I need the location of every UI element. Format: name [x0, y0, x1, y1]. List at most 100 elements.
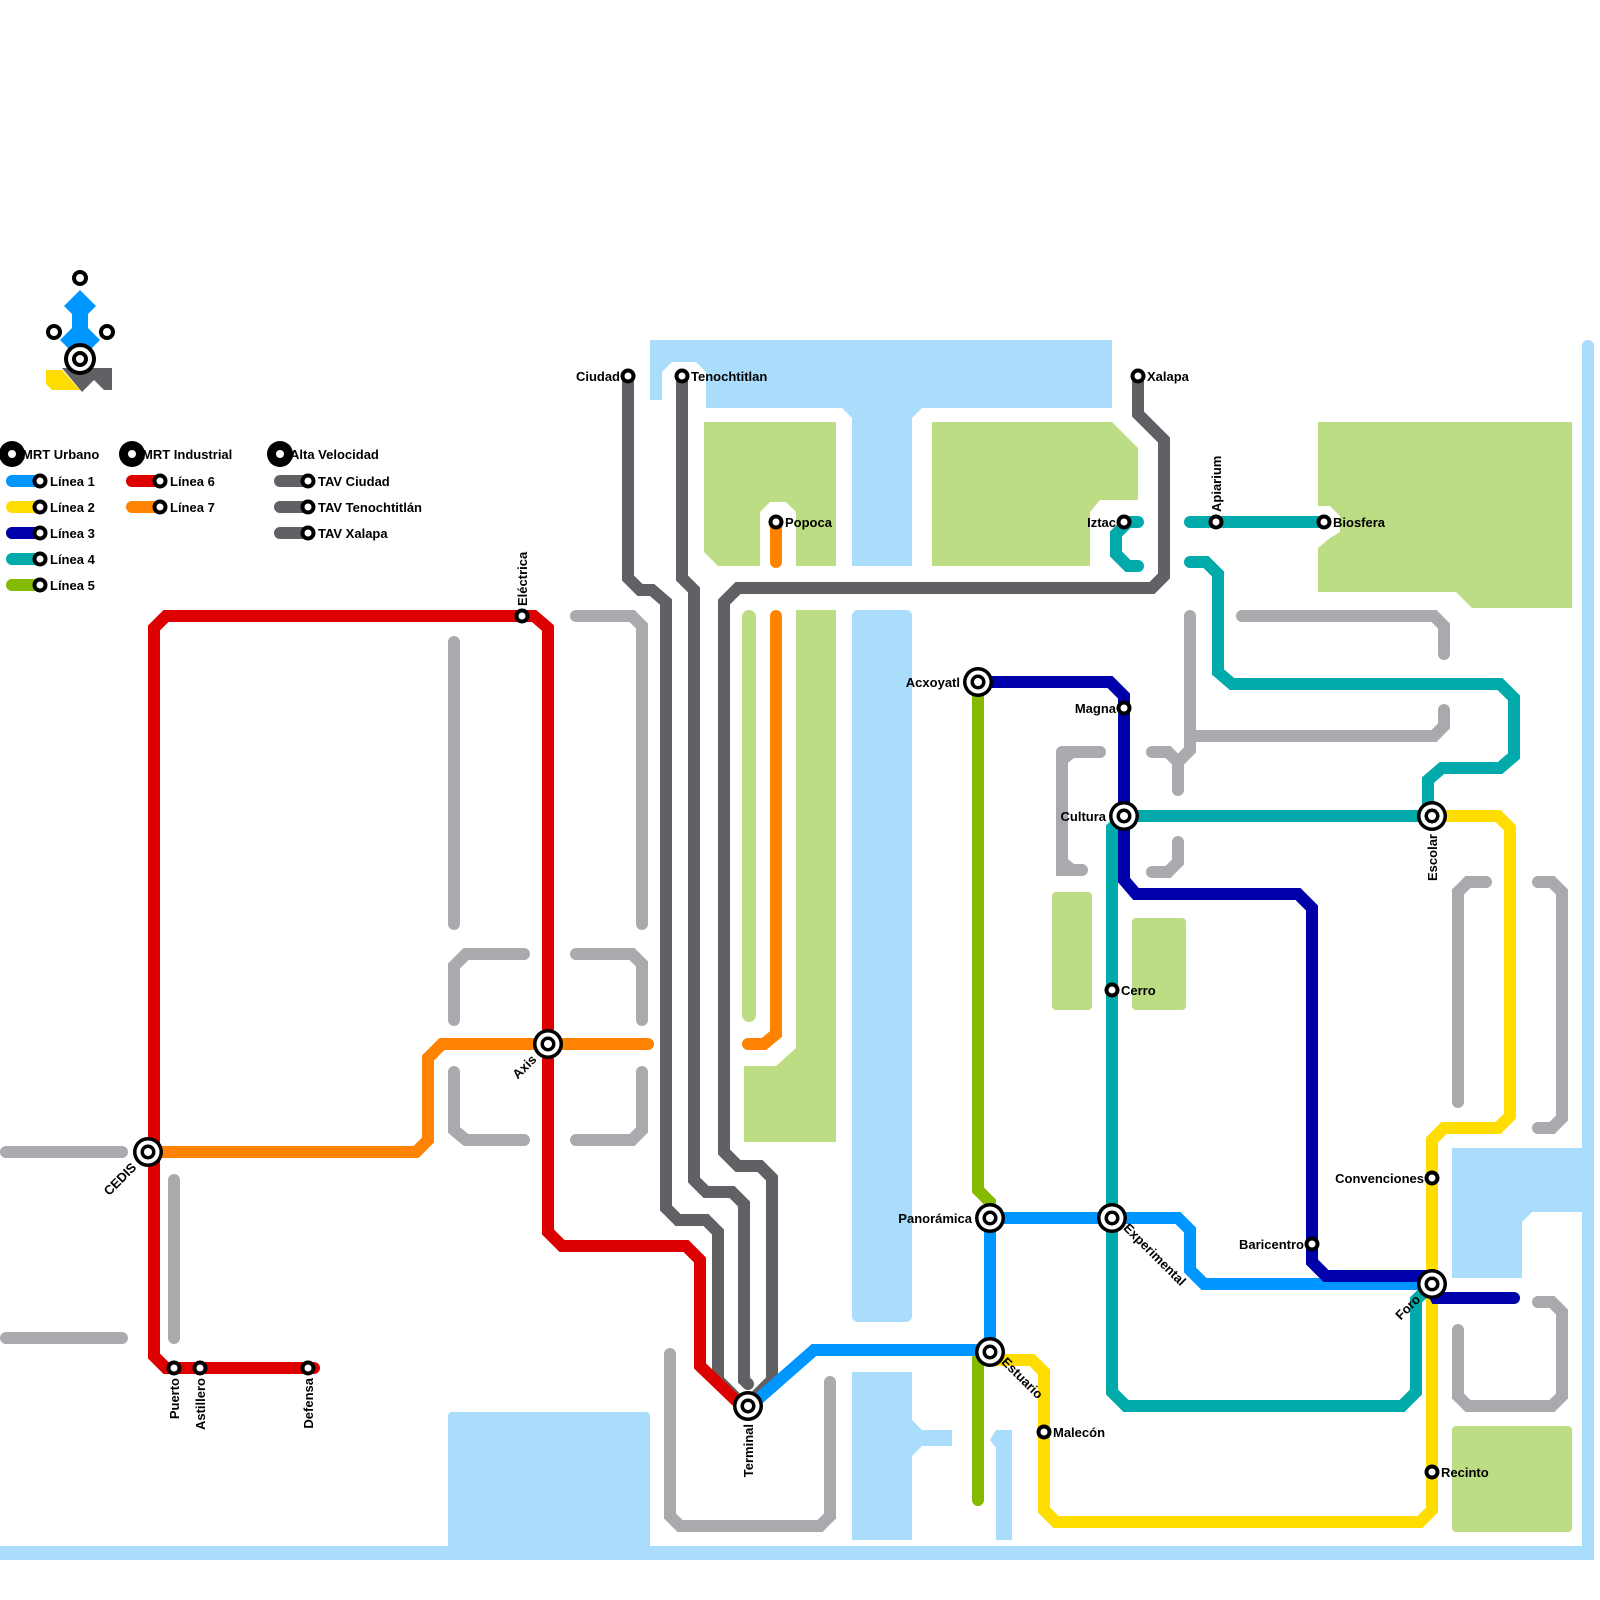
station-symbol-icon: [32, 499, 48, 515]
station-label: Xalapa: [1147, 369, 1190, 384]
station-label: Magna: [1075, 701, 1117, 716]
station-label: Terminal: [741, 1424, 756, 1477]
station-label: Biosfera: [1333, 515, 1386, 530]
legend-item-label: TAV Ciudad: [318, 474, 390, 489]
water-lower-left-basin: [448, 1412, 650, 1552]
station-xalapa[interactable]: Xalapa: [1130, 368, 1190, 384]
station-label: Ciudad: [576, 369, 620, 384]
station-label: Recinto: [1441, 1465, 1489, 1480]
station-stop-icon: [1130, 368, 1146, 384]
station-stop-icon: [1424, 1170, 1440, 1186]
legend-item-label: Línea 6: [170, 474, 215, 489]
linea2-line: [986, 810, 1516, 1528]
station-biosfera[interactable]: Biosfera: [1316, 514, 1386, 530]
emblem-blue-shape: [60, 290, 100, 354]
water-small-inlet: [990, 1430, 1012, 1540]
legend-item-label: Línea 7: [170, 500, 215, 515]
water-canal-central: [852, 610, 912, 1322]
water-right-bay: [1452, 1148, 1588, 1278]
station-label: Malecón: [1053, 1425, 1105, 1440]
legend-emblem: [46, 270, 115, 392]
station-stop-icon: [514, 608, 530, 624]
station-escolar[interactable]: Escolar: [1417, 801, 1447, 881]
station-stop-icon: [674, 368, 690, 384]
linea5-line: [972, 676, 996, 1506]
station-malecon[interactable]: Malecón: [1036, 1424, 1106, 1440]
station-tenochtitlan[interactable]: Tenochtitlan: [674, 368, 768, 384]
station-label: Eléctrica: [515, 551, 530, 606]
legend-item-label: TAV Xalapa: [318, 526, 388, 541]
station-convenciones[interactable]: Convenciones: [1335, 1170, 1440, 1186]
station-label: Defensa: [301, 1377, 316, 1428]
park-cerro-east: [1132, 918, 1186, 1010]
station-panoramica[interactable]: Panorámica: [898, 1203, 1005, 1233]
station-label: Escolar: [1425, 834, 1440, 881]
station-iztac[interactable]: Iztac: [1087, 514, 1132, 530]
station-label: Convenciones: [1335, 1171, 1424, 1186]
station-stop-icon: [166, 1360, 182, 1376]
station-label: Apiarium: [1209, 456, 1224, 512]
station-stop-icon: [300, 1360, 316, 1376]
station-apiarium[interactable]: Apiarium: [1208, 456, 1224, 530]
station-symbol-icon: [300, 525, 316, 541]
station-stop-icon: [1116, 514, 1132, 530]
water-canal-lower: [852, 1372, 952, 1540]
station-baricentro[interactable]: Baricentro: [1239, 1236, 1320, 1252]
station-symbol-icon: [152, 499, 168, 515]
station-axis[interactable]: Axis: [509, 1029, 563, 1082]
emblem-yellow-shape: [46, 370, 80, 390]
station-recinto[interactable]: Recinto: [1424, 1464, 1489, 1480]
station-stop-icon: [1316, 514, 1332, 530]
road-network: [0, 610, 1568, 1532]
legend-item-label: Línea 4: [50, 552, 96, 567]
station-stop-icon: [768, 514, 784, 530]
station-stop-icon: [1116, 700, 1132, 716]
station-defensa[interactable]: Defensa: [300, 1360, 316, 1429]
station-stop-icon: [1036, 1424, 1052, 1440]
park-strip-narrow: [742, 610, 756, 1022]
station-popoca[interactable]: Popoca: [768, 514, 833, 530]
park-iztac: [932, 422, 1138, 566]
legend-item-label: Línea 2: [50, 500, 95, 515]
station-label: Cerro: [1121, 983, 1156, 998]
park-cultura-west: [1052, 892, 1092, 1010]
linea7-line: [142, 1038, 654, 1158]
station-symbol-icon: [32, 525, 48, 541]
station-acxoyatl[interactable]: Acxoyatl: [906, 667, 993, 697]
park-areas: [704, 422, 1572, 1532]
station-ciudad[interactable]: Ciudad: [576, 368, 636, 384]
water-right-edge-river: [1582, 340, 1594, 1560]
station-astillero[interactable]: Astillero: [192, 1360, 208, 1431]
park-recinto: [1452, 1426, 1572, 1532]
station-puerto[interactable]: Puerto: [166, 1360, 182, 1420]
station-label: Cultura: [1061, 809, 1107, 824]
park-popoca-west: [704, 422, 836, 566]
legend-group-title: MRT Industrial: [142, 447, 232, 462]
station-stop-icon: [192, 1360, 208, 1376]
station-symbol-icon: [152, 473, 168, 489]
legend-item-label: Línea 3: [50, 526, 95, 541]
legend-item-label: Línea 1: [50, 474, 95, 489]
station-electrica[interactable]: Eléctrica: [514, 551, 530, 624]
station-label: Panorámica: [898, 1211, 972, 1226]
station-magna[interactable]: Magna: [1075, 700, 1132, 716]
station-label: Axis: [509, 1052, 539, 1082]
station-stop-icon: [1424, 1464, 1440, 1480]
legend-item-label: TAV Tenochtitlán: [318, 500, 422, 515]
station-label: Acxoyatl: [906, 675, 960, 690]
station-cerro[interactable]: Cerro: [1104, 982, 1156, 998]
station-label: Puerto: [167, 1378, 182, 1419]
station-symbol-icon: [300, 473, 316, 489]
tav-ciudad-line: [622, 370, 754, 1416]
station-terminal[interactable]: Terminal: [733, 1391, 763, 1477]
water-areas: [0, 340, 1594, 1560]
station-cultura[interactable]: Cultura: [1061, 801, 1140, 831]
station-label: Popoca: [785, 515, 833, 530]
water-top-bay: [650, 340, 1112, 566]
station-symbol-icon: [32, 577, 48, 593]
